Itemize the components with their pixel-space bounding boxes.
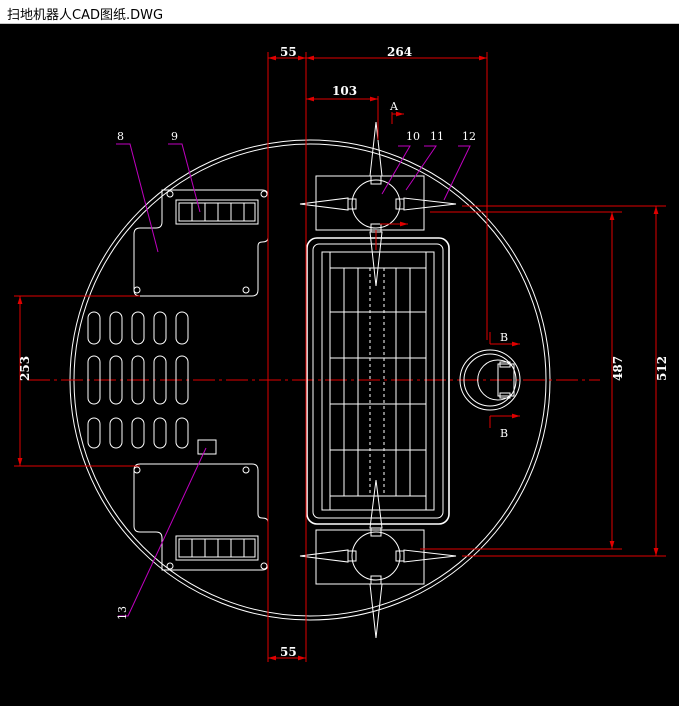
section-mark-a: A: [389, 100, 399, 113]
part-leader-lines: [116, 143, 471, 617]
dim-text-253: 253: [18, 356, 32, 381]
screw-hole: [133, 466, 141, 474]
dimension-lines: [14, 52, 666, 662]
window-title: 扫地机器人CAD图纸.DWG: [7, 8, 164, 23]
screw-hole: [260, 190, 268, 198]
part-label-12: 12: [462, 130, 476, 143]
dim-text-264: 264: [387, 45, 412, 59]
dim-text-55-bottom: 55: [280, 645, 297, 659]
upper-side-brush-module: [175, 199, 259, 225]
ventilation-slots: [87, 311, 189, 449]
lower-side-plate: [133, 463, 269, 571]
lower-drive-wheel-assembly: [299, 479, 457, 639]
dim-text-55-top: 55: [280, 45, 297, 59]
upper-drive-wheel-assembly: [299, 121, 457, 287]
screw-hole: [133, 286, 141, 294]
part-label-9: 9: [171, 130, 178, 143]
section-mark-b-top: B: [500, 331, 508, 344]
part-label-8: 8: [117, 130, 124, 143]
dim-text-103: 103: [332, 84, 357, 98]
window-title-bar: 扫地机器人CAD图纸.DWG: [0, 0, 679, 24]
part-label-10: 10: [406, 130, 420, 143]
dim-text-512: 512: [655, 356, 669, 381]
caster-wheel: [459, 349, 521, 411]
screw-hole: [166, 190, 174, 198]
screw-hole: [166, 562, 174, 570]
section-mark-b-bottom: B: [500, 427, 508, 440]
screw-hole: [242, 466, 250, 474]
drawing-canvas[interactable]: 55 264 103 55 253 487 512 A B B 8 9 10 1…: [0, 24, 679, 706]
dim-text-487: 487: [611, 356, 625, 381]
screw-hole: [260, 562, 268, 570]
main-brush-frame: [306, 237, 450, 525]
part-label-13: 13: [116, 606, 129, 620]
part-label-11: 11: [430, 130, 444, 143]
cad-drawing: 55 264 103 55 253 487 512 A B B 8 9 10 1…: [14, 45, 669, 662]
lower-side-brush-module: [175, 535, 259, 561]
screw-hole: [242, 286, 250, 294]
sensor-window: [197, 439, 217, 455]
upper-side-plate: [133, 189, 269, 297]
